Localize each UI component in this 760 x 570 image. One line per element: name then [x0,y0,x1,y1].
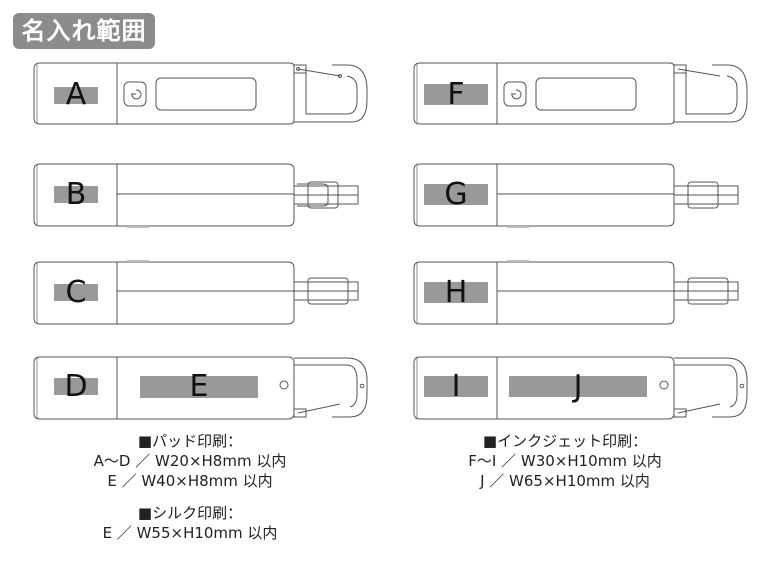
print-zone [424,376,488,397]
inkjet-print-spec-1: F～I ／ W30×H10mm 以内 [468,452,662,470]
notes-left: ■パッド印刷： A～D ／ W20×H8mm 以内 E ／ W40×H8mm 以… [50,431,330,543]
zone-label: J [573,369,583,404]
silk-print-spec-1: E ／ W55×H10mm 以内 [102,524,278,542]
print-zone [509,376,647,397]
device-outline [33,62,368,125]
device-outline [413,356,748,420]
device-h-side: H [412,260,760,330]
zone-label: C [65,275,87,310]
device-outline [413,260,739,325]
print-zone [54,284,98,301]
device-a-front: A [32,60,382,130]
zone-label: D [64,369,88,404]
zone-label: I [451,369,461,404]
device-g-side: G [412,162,760,232]
zone-label: G [444,177,468,212]
zone-label: H [444,275,468,310]
device-outline [33,163,359,228]
device-outline [33,260,359,325]
device-de-back: D E [32,355,382,425]
print-zone [140,376,258,398]
title-badge: 名入れ範囲 [13,13,155,49]
silk-print-heading: ■シルク印刷： [137,504,243,522]
print-zone [424,184,488,205]
device-c-side: C [32,260,382,330]
device-outline [33,356,368,420]
zone-label: E [189,369,209,404]
print-zone [424,282,488,303]
print-zone [54,87,98,104]
print-zone [424,84,488,105]
device-outline [413,163,739,228]
inkjet-print-spec-2: J ／ W65×H10mm 以内 [480,472,650,490]
device-ij-back: I J [412,355,760,425]
pad-print-spec-1: A～D ／ W20×H8mm 以内 [93,452,287,470]
inkjet-print-heading: ■インクジェット印刷： [482,432,648,450]
zone-label: A [65,77,87,112]
print-zone [54,186,98,203]
device-outline [413,62,748,125]
pad-print-heading: ■パッド印刷： [137,432,243,450]
pad-print-spec-2: E ／ W40×H8mm 以内 [107,472,273,490]
notes-right: ■インクジェット印刷： F～I ／ W30×H10mm 以内 J ／ W65×H… [425,431,705,491]
device-b-side: B [32,162,382,232]
zone-label: B [65,177,87,212]
zone-label: F [447,77,465,112]
device-f-front: F [412,60,760,130]
print-zone [54,378,98,395]
